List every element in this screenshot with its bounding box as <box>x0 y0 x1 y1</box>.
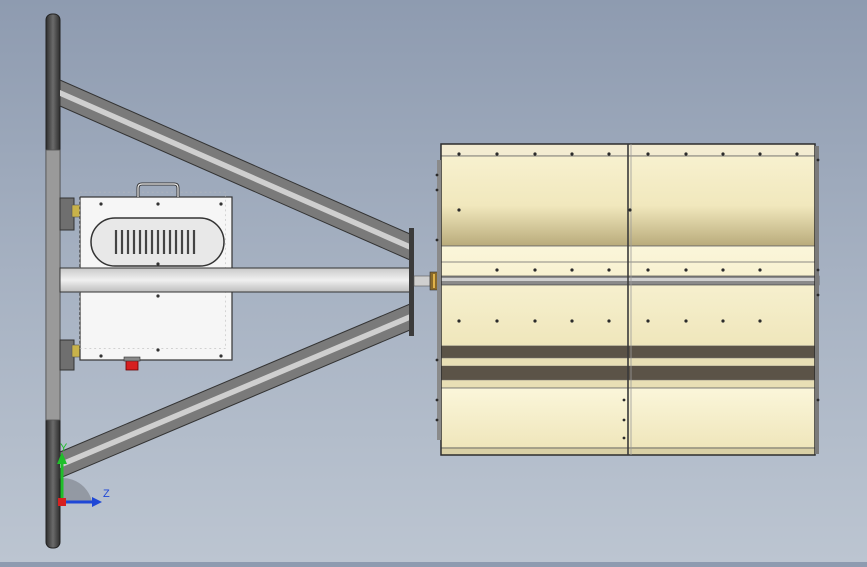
post-bracket-lower <box>59 339 81 371</box>
horizontal-arm <box>59 267 413 293</box>
vent-slots <box>114 230 196 254</box>
post-bracket-upper <box>59 197 81 231</box>
drum-assembly <box>435 143 820 456</box>
vertical-post <box>45 13 61 549</box>
rivets <box>435 152 820 440</box>
x-axis-origin <box>58 498 66 506</box>
triad-y-label: Y <box>60 442 68 454</box>
triad-z-label: Z <box>103 488 110 500</box>
coordinate-triad <box>57 452 102 507</box>
red-connector <box>125 359 139 371</box>
